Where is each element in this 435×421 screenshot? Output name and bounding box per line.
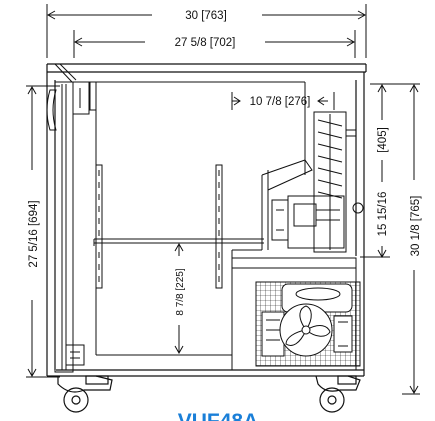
evaporator-coil — [313, 111, 356, 253]
thermostat-knob — [352, 202, 364, 214]
upper-height-label-ref: [405] — [377, 127, 389, 153]
compartment-width-label: 10 7/8 [276] — [250, 96, 311, 108]
dimension-interior-width — [73, 30, 356, 58]
overall-height-label: 30 1/8 [765] — [410, 196, 422, 257]
caster-right — [315, 375, 361, 413]
condenser-fan — [279, 303, 333, 357]
dimension-shelf-height — [174, 242, 184, 355]
dimension-left-height — [26, 85, 60, 378]
door-hinge-bottom — [65, 344, 85, 366]
upper-height-label: 15 15/16 — [377, 192, 389, 237]
interior-width-label: 27 5/8 [702] — [175, 37, 236, 49]
door-handle — [46, 89, 57, 131]
shelf-standard-right — [215, 164, 223, 289]
fan-housing — [261, 159, 345, 250]
dimension-overall-width — [46, 4, 367, 58]
door-panel — [54, 81, 97, 373]
overall-width-label: 30 [763] — [185, 10, 227, 22]
condenser-motor — [333, 315, 353, 353]
left-height-label: 27 5/16 [694] — [28, 200, 40, 267]
dimension-overall-height — [398, 83, 420, 395]
model-label: VUF48A — [178, 410, 259, 421]
caster-left — [57, 375, 113, 413]
shelf-height-label: 8 7/8 [225] — [175, 268, 186, 315]
top-corner — [54, 63, 77, 83]
shelf-standard-left — [95, 164, 103, 289]
dimension-upper-height — [360, 83, 398, 259]
dimension-compartment-width — [231, 92, 335, 110]
